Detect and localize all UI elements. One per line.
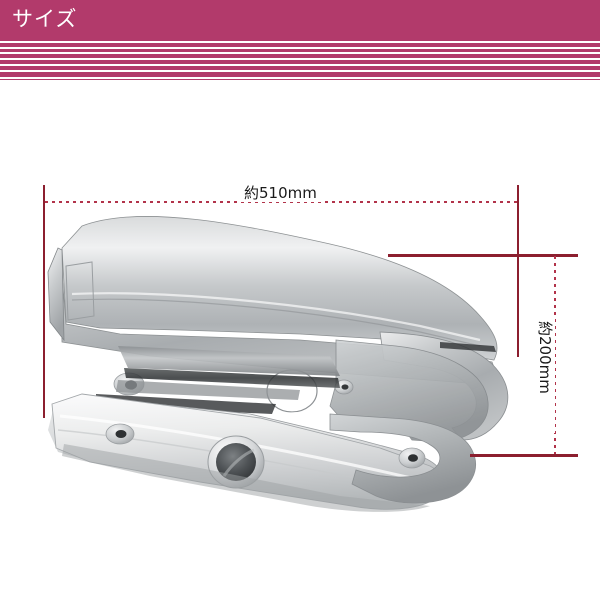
upper-right-dark-edge [440, 342, 496, 352]
stripe-band-spacer [0, 80, 600, 84]
lower-right-hole [408, 454, 418, 462]
stripe-3 [0, 48, 600, 53]
decorative-stripe-band [0, 38, 600, 84]
stripe-6 [0, 66, 600, 71]
upper-shell-nose [47, 247, 65, 342]
middle-seam-lower [116, 380, 300, 400]
upper-left-rib [65, 261, 95, 321]
drain-hole-highlight [222, 448, 255, 477]
stripe-7 [0, 72, 600, 77]
stripe-4 [0, 54, 600, 59]
lower-shadow-edge [62, 444, 430, 512]
middle-seam-upper [118, 346, 340, 376]
lower-left-hole [115, 430, 127, 438]
upper-crease-shadow [71, 298, 481, 347]
lower-right-arm [329, 413, 476, 504]
product-illustration [47, 216, 509, 512]
header-banner: サイズ [0, 0, 600, 38]
upper-shell-top [61, 216, 498, 361]
stripe-5 [0, 60, 600, 65]
page-title: サイズ [12, 7, 78, 31]
middle-seam-dark [124, 368, 340, 388]
aperture-side-hole [341, 384, 349, 390]
product-photo [0, 84, 600, 600]
stripe-2 [0, 43, 600, 47]
upper-crease-highlight [71, 292, 481, 342]
middle-seam-shadow [96, 394, 276, 414]
stripe-1 [0, 38, 600, 42]
